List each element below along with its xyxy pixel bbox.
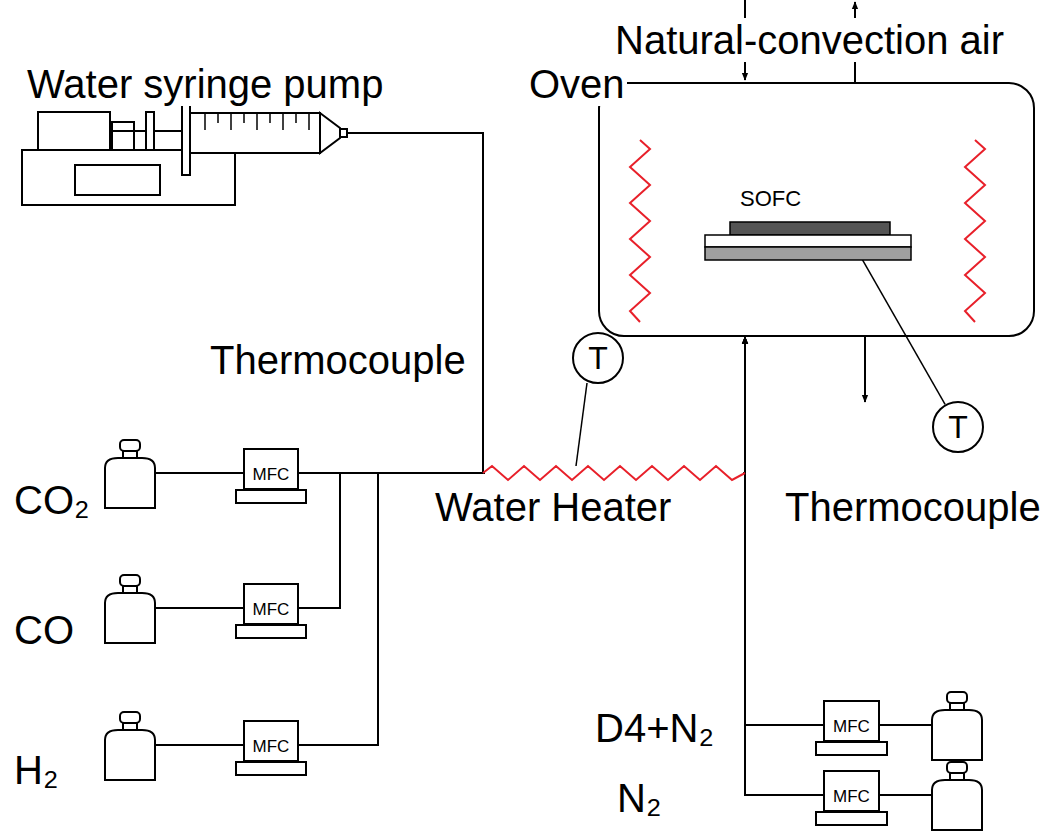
cell-label: SOFC	[740, 187, 801, 211]
oven-heater-coil	[965, 140, 985, 322]
water-line	[347, 133, 483, 473]
thermocouple-circle: T	[932, 401, 984, 453]
anode-layer	[705, 247, 911, 260]
electrolyte-layer	[705, 235, 911, 247]
sensor-label: Thermocouple	[208, 338, 468, 382]
mfc-label: MFC	[253, 466, 290, 485]
gas-label: CO₂	[12, 478, 92, 522]
gas-label: H₂	[12, 748, 60, 792]
gas-label: N₂	[615, 776, 663, 820]
mfc-box: MFC	[243, 720, 299, 762]
device-label: Water syringe pump	[25, 62, 385, 106]
syringe-pump	[22, 95, 347, 205]
water-heater-coil	[483, 466, 745, 480]
thermocouple-leader	[576, 383, 587, 466]
oven-box: SOFC	[598, 82, 1035, 337]
sensor-label: Thermocouple	[783, 485, 1043, 529]
thermocouple-symbol: T	[948, 411, 968, 443]
oven-heater-coil	[630, 140, 650, 322]
gas-feed-line	[299, 337, 745, 745]
mfc-box: MFC	[823, 770, 880, 812]
mfc-box: MFC	[243, 448, 299, 490]
mfc-box: MFC	[823, 700, 880, 742]
mfc-label: MFC	[833, 788, 870, 807]
thermocouple-circle: T	[572, 332, 624, 384]
gas-feed-line	[745, 337, 823, 795]
device-label: Water Heater	[433, 485, 673, 529]
mfc-label: MFC	[253, 738, 290, 757]
mfc-label: MFC	[833, 718, 870, 737]
exhaust-arrow	[864, 337, 866, 402]
gas-label: D4+N₂	[593, 706, 716, 750]
gas-feed-line	[745, 337, 823, 725]
device-label: Oven	[527, 62, 627, 106]
mfc-bases	[236, 490, 887, 825]
gas-label: CO	[12, 608, 76, 652]
thermocouple-symbol: T	[588, 342, 608, 374]
flow-label: Natural-convection air	[613, 18, 1006, 62]
mfc-box: MFC	[243, 583, 299, 625]
cathode-layer	[730, 222, 890, 235]
syringe-scale	[205, 113, 309, 130]
mfc-label: MFC	[253, 601, 290, 620]
thermocouple-leader	[858, 252, 945, 404]
